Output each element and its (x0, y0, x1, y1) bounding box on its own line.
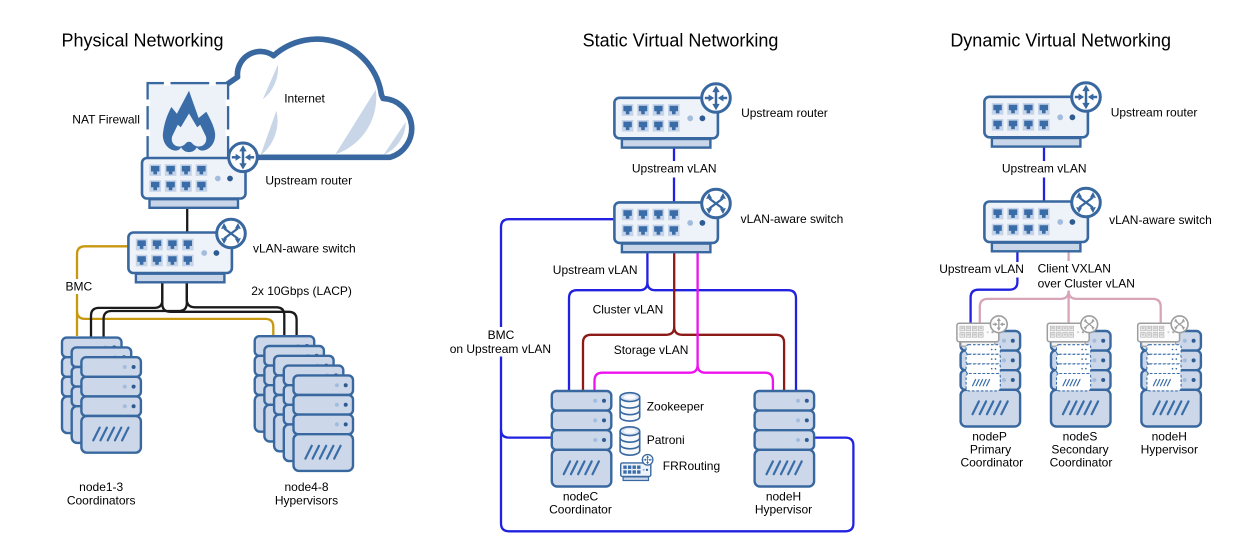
svg-text:BMC: BMC (66, 280, 93, 294)
svg-text:Static Virtual Networking: Static Virtual Networking (583, 31, 779, 51)
svg-text:Coordinators: Coordinators (67, 494, 136, 508)
svg-text:Patroni: Patroni (647, 433, 685, 447)
svg-text:Primary: Primary (970, 443, 1011, 457)
svg-text:node4-8: node4-8 (284, 480, 328, 494)
svg-text:vLAN-aware switch: vLAN-aware switch (253, 242, 356, 256)
svg-text:nodeH: nodeH (1152, 430, 1187, 444)
svg-text:Coordinator: Coordinator (960, 456, 1023, 470)
svg-text:FRRouting: FRRouting (663, 459, 720, 473)
svg-text:node1-3: node1-3 (79, 480, 123, 494)
svg-text:Secondary: Secondary (1051, 443, 1108, 457)
svg-text:BMC: BMC (488, 328, 515, 342)
svg-text:Hypervisor: Hypervisor (755, 503, 812, 517)
svg-text:Coordinator: Coordinator (1050, 456, 1113, 470)
svg-text:Zookeeper: Zookeeper (647, 400, 704, 414)
svg-text:Upstream router: Upstream router (741, 106, 828, 120)
svg-text:Upstream router: Upstream router (1111, 106, 1198, 120)
svg-text:nodeP: nodeP (972, 430, 1007, 444)
svg-text:Physical Networking: Physical Networking (62, 31, 224, 51)
svg-text:vLAN-aware switch: vLAN-aware switch (741, 212, 844, 226)
svg-text:Coordinator: Coordinator (549, 503, 612, 517)
svg-text:Internet: Internet (284, 92, 325, 106)
svg-text:Storage vLAN: Storage vLAN (614, 343, 689, 357)
svg-text:Upstream router: Upstream router (265, 174, 352, 188)
svg-text:on Upstream vLAN: on Upstream vLAN (450, 342, 551, 356)
svg-text:2x 10Gbps (LACP): 2x 10Gbps (LACP) (251, 284, 352, 298)
svg-text:Upstream vLAN: Upstream vLAN (553, 263, 638, 277)
svg-text:Dynamic Virtual Networking: Dynamic Virtual Networking (950, 31, 1171, 51)
svg-text:over Cluster vLAN: over Cluster vLAN (1038, 277, 1135, 291)
svg-text:Upstream vLAN: Upstream vLAN (1002, 162, 1087, 176)
svg-text:Cluster vLAN: Cluster vLAN (593, 303, 664, 317)
svg-text:nodeC: nodeC (563, 490, 599, 504)
svg-text:Upstream vLAN: Upstream vLAN (939, 262, 1024, 276)
svg-text:vLAN-aware switch: vLAN-aware switch (1109, 213, 1212, 227)
svg-text:Hypervisors: Hypervisors (275, 494, 338, 508)
svg-text:nodeH: nodeH (766, 490, 801, 504)
svg-text:Upstream vLAN: Upstream vLAN (632, 162, 717, 176)
svg-text:nodeS: nodeS (1063, 430, 1098, 444)
svg-text:NAT Firewall: NAT Firewall (72, 113, 140, 127)
svg-text:Hypervisor: Hypervisor (1141, 443, 1198, 457)
svg-text:Client VXLAN: Client VXLAN (1038, 262, 1111, 276)
